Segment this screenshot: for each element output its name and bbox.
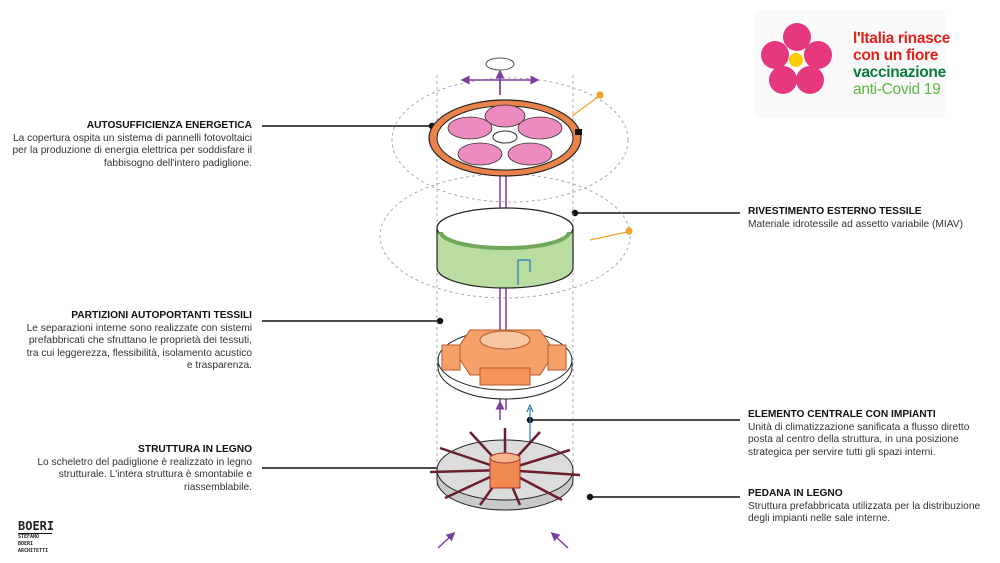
vaccination-campaign-logo: l'Italia rinasce con un fiore vaccinazio… (755, 10, 950, 118)
boeri-sub-1: STEFANO (18, 534, 40, 540)
textile-partitions (437, 329, 573, 400)
flower-icon (761, 23, 832, 94)
label-elemento-centrale: ELEMENTO CENTRALE CON IMPIANTI Unità di … (748, 409, 993, 459)
label-text: Le separazioni interne sono realizzate c… (26, 322, 252, 372)
label-title: PARTIZIONI AUTOPORTANTI TESSILI (71, 310, 252, 321)
logo-line-4: anti-Covid 19 (853, 81, 941, 98)
boeri-logo: BOERI STEFANO BOERI ARCHITETTI (18, 519, 55, 555)
label-text: Struttura prefabbricata utilizzata per l… (748, 500, 981, 525)
wooden-structure (429, 428, 581, 511)
logo-text: l'Italia rinasce con un fiore vaccinazio… (853, 30, 950, 98)
label-rivestimento: RIVESTIMENTO ESTERNO TESSILE Materiale i… (748, 206, 963, 231)
label-text: Materiale idrotessile ad assetto variabi… (748, 218, 963, 230)
skylight (485, 57, 515, 71)
label-text: Unità di climatizzazione sanificata a fl… (748, 421, 970, 458)
boeri-sub-2: BOERI (18, 541, 34, 547)
label-struttura: STRUTTURA IN LEGNO Lo scheletro del padi… (32, 444, 252, 494)
label-title: RIVESTIMENTO ESTERNO TESSILE (748, 206, 922, 217)
boeri-wordmark: BOERI (18, 519, 55, 534)
label-title: ELEMENTO CENTRALE CON IMPIANTI (748, 409, 936, 420)
boeri-sub-3: ARCHITETTI (18, 548, 49, 554)
label-autosufficienza: AUTOSUFFICIENZA ENERGETICA La copertura … (12, 120, 252, 170)
label-title: STRUTTURA IN LEGNO (138, 444, 252, 455)
roof-photovoltaic (428, 99, 582, 177)
label-title: AUTOSUFFICIENZA ENERGETICA (86, 120, 252, 131)
label-text: Lo scheletro del padiglione è realizzato… (37, 456, 252, 493)
logo-line-1: l'Italia rinasce (853, 30, 951, 47)
label-pedana: PEDANA IN LEGNO Struttura prefabbricata … (748, 488, 988, 526)
sun-icon (571, 91, 633, 241)
label-text: La copertura ospita un sistema di pannel… (12, 132, 252, 169)
duct-line (517, 259, 531, 285)
logo-line-2: con un fiore (853, 47, 939, 64)
label-partizioni: PARTIZIONI AUTOPORTANTI TESSILI Le separ… (20, 310, 252, 373)
panel-icon (575, 129, 582, 135)
textile-cladding (436, 207, 574, 289)
label-title: PEDANA IN LEGNO (748, 488, 843, 499)
logo-line-3: vaccinazione (853, 64, 946, 81)
